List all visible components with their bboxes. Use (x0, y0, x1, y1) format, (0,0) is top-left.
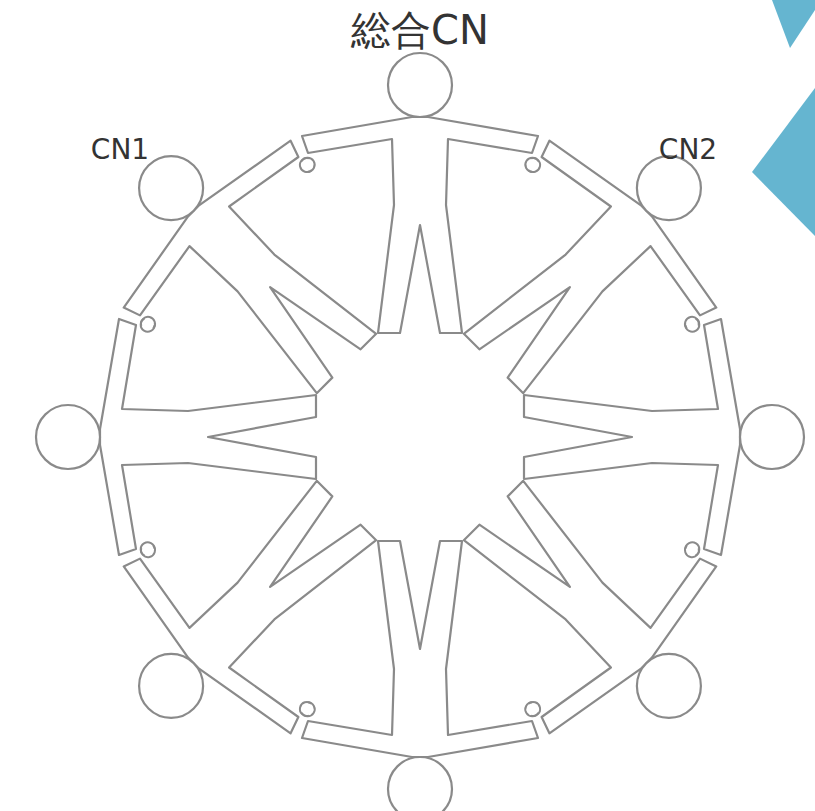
hand (139, 318, 156, 334)
clasped-hands (683, 315, 702, 334)
hand (683, 315, 700, 331)
person-figure (65, 82, 430, 447)
person-body (110, 127, 430, 447)
hand (298, 157, 314, 174)
person-body (302, 541, 538, 757)
person-figure (302, 541, 538, 811)
hand (140, 543, 157, 559)
person-body (524, 319, 740, 555)
person-figure (302, 53, 538, 333)
person-figure (524, 319, 804, 555)
person-body (410, 127, 730, 447)
person-body (302, 117, 538, 333)
person-body (110, 427, 430, 747)
clasped-hands (298, 156, 317, 175)
person-body (410, 427, 730, 747)
clasped-hands (298, 700, 317, 719)
decor-shape (752, 88, 815, 236)
member-label: CN1 (91, 135, 149, 166)
group-label: 総合CN (351, 8, 489, 52)
people-ring (36, 53, 804, 811)
clasped-hands (139, 540, 158, 559)
hand (526, 700, 542, 717)
clasped-hands (683, 540, 702, 559)
person-head (388, 53, 452, 117)
person-head (388, 757, 452, 811)
person-head (36, 405, 100, 469)
person-figure (36, 319, 316, 555)
person-body (100, 319, 316, 555)
clasped-hands (523, 156, 542, 175)
clasped-hands (139, 315, 158, 334)
member-label: CN2 (659, 135, 717, 166)
decor-shape (772, 0, 815, 48)
hand (301, 701, 317, 718)
clasped-hands (523, 700, 542, 719)
person-head (740, 405, 804, 469)
hand (523, 156, 539, 173)
hand (684, 540, 701, 556)
person-head (624, 641, 715, 732)
person-head (126, 641, 217, 732)
